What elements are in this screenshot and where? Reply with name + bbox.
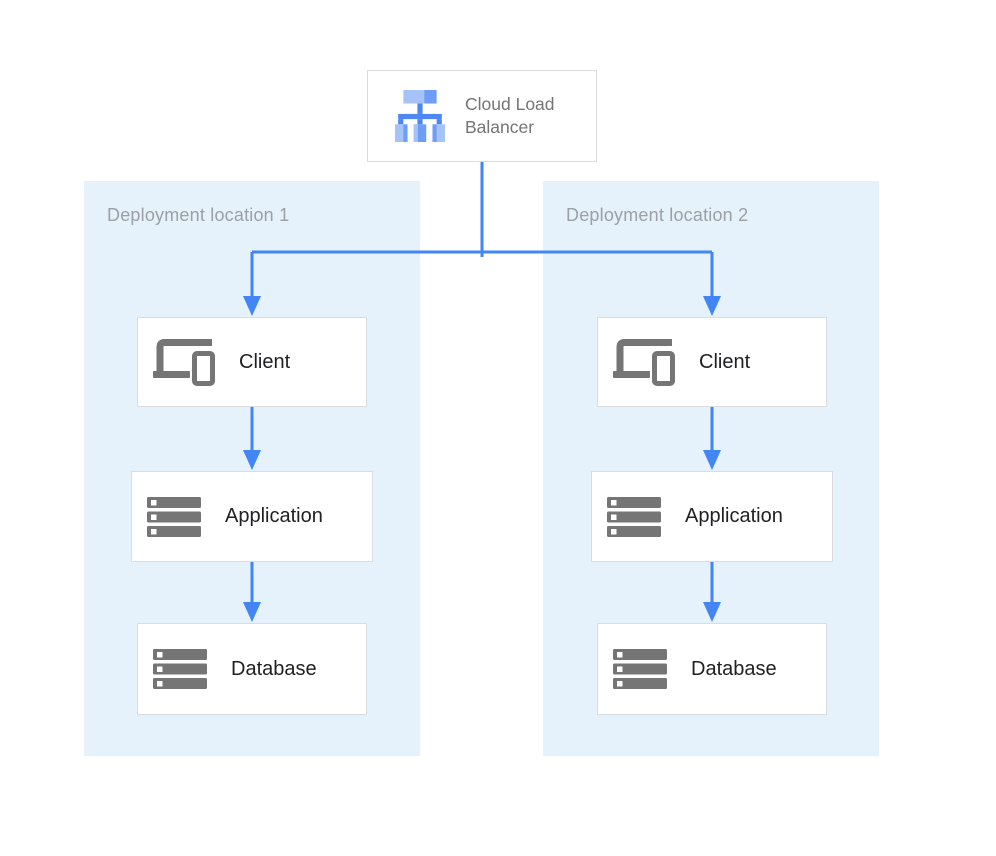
load-balancer-node: Cloud Load Balancer xyxy=(367,70,597,162)
load-balancer-label: Cloud Load Balancer xyxy=(465,94,555,137)
load-balancer-icon xyxy=(395,90,445,142)
node-database-2: Database xyxy=(597,623,827,715)
client-devices-icon xyxy=(613,339,675,386)
node-client-1-label: Client xyxy=(239,350,291,373)
node-database-1-label: Database xyxy=(231,657,317,680)
node-client-2-label: Client xyxy=(699,350,751,373)
server-stack-icon xyxy=(153,649,207,689)
server-stack-icon xyxy=(607,497,661,537)
node-client-2: Client xyxy=(597,317,827,407)
node-application-1: Application xyxy=(131,471,373,562)
client-devices-icon xyxy=(153,339,215,386)
server-stack-icon xyxy=(613,649,667,689)
node-application-2-label: Application xyxy=(685,505,783,527)
node-client-1: Client xyxy=(137,317,367,407)
zone-2-label: Deployment location 2 xyxy=(566,205,749,225)
node-database-1: Database xyxy=(137,623,367,715)
server-stack-icon xyxy=(147,497,201,537)
zone-1-label: Deployment location 1 xyxy=(107,205,290,225)
node-application-2: Application xyxy=(591,471,833,562)
node-database-2-label: Database xyxy=(691,657,777,680)
node-application-1-label: Application xyxy=(225,505,323,527)
